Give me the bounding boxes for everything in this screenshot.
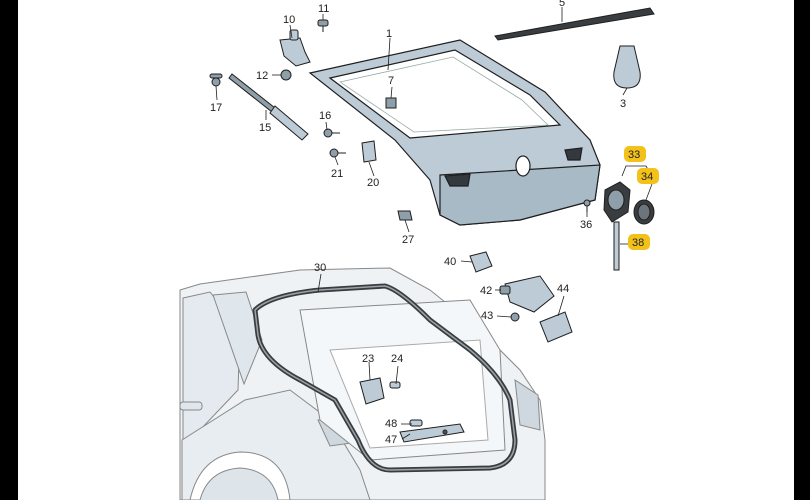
callout-5: 5	[559, 0, 565, 9]
callout-34-highlight	[637, 168, 659, 184]
latch-40	[469, 251, 493, 273]
callout-12: 12	[256, 70, 268, 82]
callout-30: 30	[314, 262, 326, 274]
cover-34	[633, 199, 655, 225]
lock-42	[499, 275, 555, 313]
nut-12	[280, 69, 292, 81]
callout-17: 17	[210, 102, 222, 114]
callout-27: 27	[402, 234, 414, 246]
callout-38-highlight	[628, 234, 650, 250]
bolt-43	[510, 312, 520, 322]
callout-40: 40	[444, 256, 456, 268]
callout-33: 33	[628, 149, 640, 161]
bolt-11	[317, 19, 329, 32]
callout-33-highlight	[624, 146, 646, 162]
rubber-buffer	[613, 45, 641, 89]
hinge	[279, 29, 311, 67]
bracket-20	[361, 140, 377, 163]
callout-11: 11	[318, 3, 329, 15]
camera-housing-33	[603, 181, 631, 223]
striker-plate	[359, 377, 401, 405]
callout-3: 3	[620, 98, 626, 110]
callout-23: 23	[362, 353, 374, 365]
callout-21: 21	[331, 168, 343, 180]
callout-44: 44	[557, 283, 569, 295]
callout-24: 24	[391, 353, 403, 365]
gas-strut	[228, 73, 309, 141]
tailgate	[308, 39, 601, 226]
callout-15: 15	[259, 122, 271, 134]
ball-stud-16	[323, 128, 340, 138]
callout-1: 1	[386, 28, 392, 40]
callout-43: 43	[481, 310, 493, 322]
screw-36	[583, 199, 591, 212]
spoiler-strip	[494, 7, 655, 41]
bracket-44	[539, 311, 573, 343]
leader-lines	[215, 7, 653, 440]
callout-48: 48	[385, 418, 397, 430]
buffer-7	[385, 97, 397, 109]
screw-21	[329, 148, 346, 158]
callout-20: 20	[367, 177, 379, 189]
callout-36: 36	[580, 219, 592, 231]
callout-42: 42	[480, 285, 492, 297]
callout-labels: 1 3 5 7 10 11 12 15 16 17 20 21 23 24 27…	[210, 0, 659, 446]
callout-38: 38	[632, 237, 644, 249]
rod-38	[613, 221, 620, 271]
callout-47: 47	[385, 434, 397, 446]
clip-27	[397, 210, 413, 221]
callout-7: 7	[388, 75, 394, 87]
callout-10: 10	[283, 14, 295, 26]
ball-stud-17	[209, 73, 223, 87]
callout-16: 16	[319, 110, 331, 122]
callout-34: 34	[641, 171, 653, 183]
